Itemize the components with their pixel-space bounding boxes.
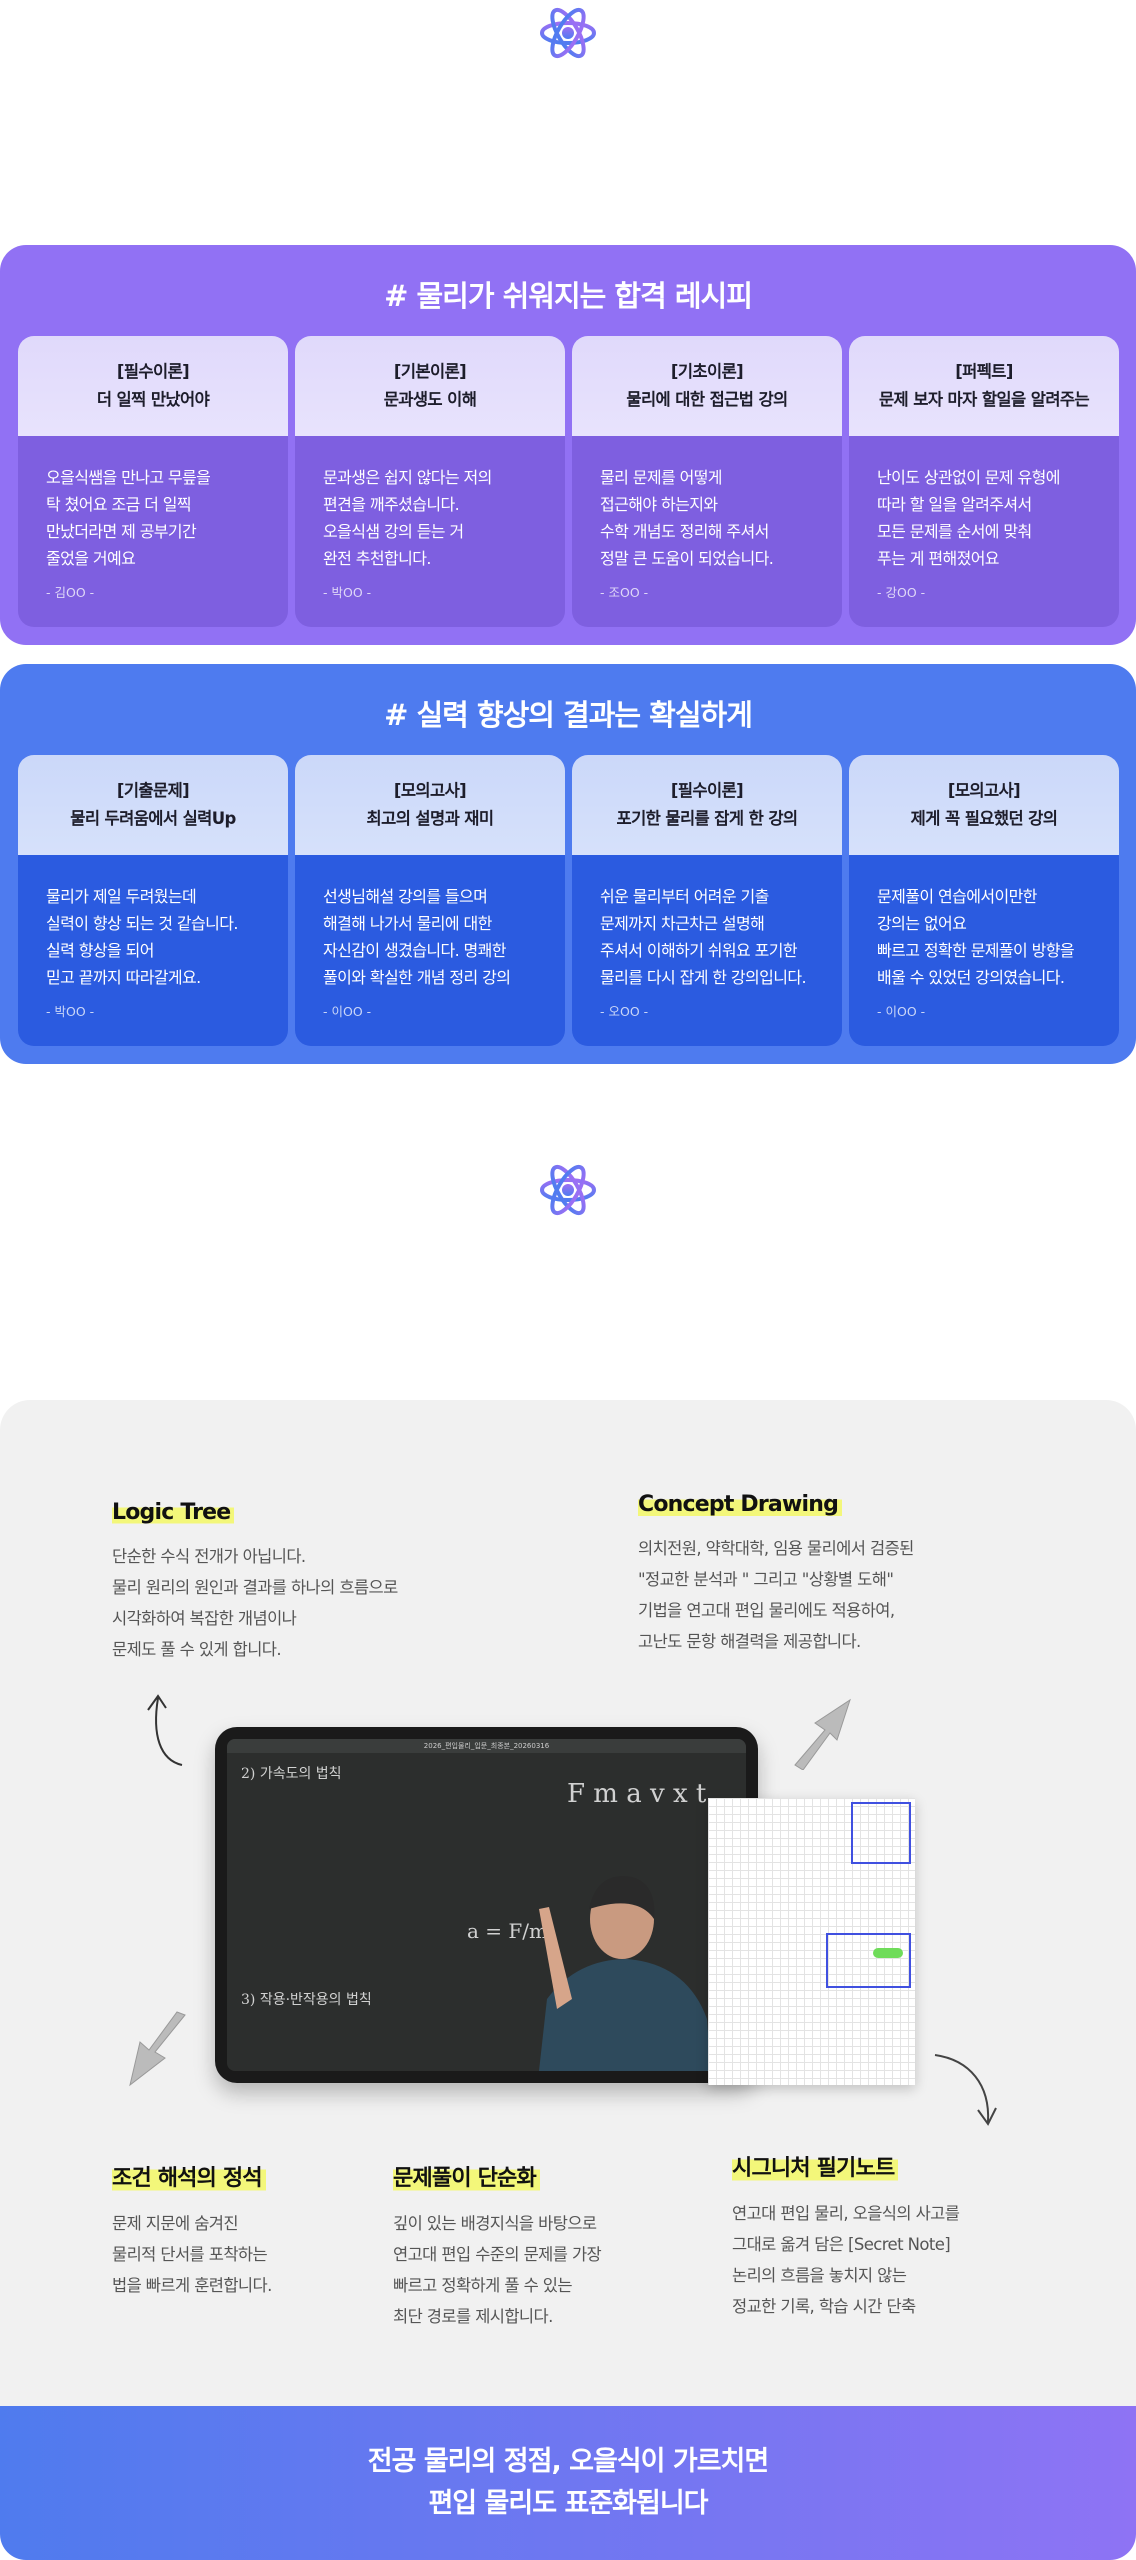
- card-headline: 제게 꼭 필요했던 강의: [910, 809, 1058, 828]
- atom-icon: [540, 1164, 596, 1216]
- card-tag: [기본이론]: [393, 362, 467, 381]
- card-tag: [퍼펙트]: [955, 362, 1013, 381]
- card-body: 난이도 상관없이 문제 유형에 따라 할 일을 알려주셔서 모든 문제를 순서에…: [877, 468, 1061, 568]
- arrow-icon: [147, 1694, 183, 1766]
- card-body: 문과생은 쉽지 않다는 저의 편견을 깨주셨습니다. 오을식샘 강의 듣는 거 …: [323, 468, 492, 568]
- card-body: 오을식쌤을 만나고 무릎을 탁 쳤어요 조금 더 일찍 만났더라면 제 공부기간…: [46, 468, 211, 568]
- feature-title: 시그니처 필기노트: [732, 2150, 899, 2182]
- section-title: # 물리가 쉬워지는 합격 레시피: [384, 279, 753, 313]
- feature-body: 문제 지문에 숨겨진 물리적 단서를 포착하는 법을 빠르게 훈련합니다.: [112, 2214, 272, 2295]
- card-tag: [모의고사]: [393, 781, 467, 800]
- file-title: 2026_편입물리_입문_최종본_20260316: [227, 1739, 746, 1753]
- card-body: 쉬운 물리부터 어려운 기출 문제까지 차근차근 설명해 주셔서 이해하기 쉬워…: [600, 887, 807, 987]
- card-headline: 더 일찍 만났어야: [96, 390, 210, 409]
- results-section: # 실력 향상의 결과는 확실하게 [기출문제] 물리 두려움에서 실력Up 물리가…: [0, 664, 1136, 1064]
- teacher-image: [539, 1876, 711, 2071]
- chalk-text: F m a v x t: [567, 1779, 707, 1809]
- feature-title: 조건 해석의 정석: [112, 2160, 266, 2192]
- card-body: 물리 문제를 어떻게 접근해야 하는지와 수학 개념도 정리해 주셔서 정말 큰…: [600, 468, 774, 568]
- chalk-text: a = F/m: [467, 1919, 548, 1943]
- feature-body: 연고대 편입 물리, 오을식의 사고를 그대로 옮겨 담은 [Secret No…: [732, 2204, 960, 2316]
- card-body: 물리가 제일 두려웠는데 실력이 향상 되는 것 같습니다. 실력 향상을 되어…: [46, 887, 238, 987]
- card-author: - 박OO -: [323, 585, 372, 600]
- atom-icon: [540, 7, 596, 59]
- card-author: - 이OO -: [323, 1004, 372, 1019]
- card-headline: 포기한 물리를 잡게 한 강의: [616, 809, 799, 828]
- arrow-icon: [794, 1698, 851, 1770]
- card-author: - 이OO -: [877, 1004, 926, 1019]
- feature-body: 의치전원, 약학대학, 임용 물리에서 검증된 "정교한 분석과 " 그리고 "…: [638, 1539, 914, 1651]
- card-author: - 강OO -: [877, 585, 926, 600]
- card-body: 문제풀이 연습에서이만한 강의는 없어요 빠르고 정확한 문제풀이 방향을 배울…: [877, 887, 1075, 987]
- tablet-lecture-image: 2026_편입물리_입문_최종본_20260316 2) 가속도의 법칙 F m…: [215, 1727, 758, 2083]
- review-card: [기출문제] 물리 두려움에서 실력Up 물리가 제일 두려웠는데 실력이 향상 되…: [18, 755, 288, 1046]
- card-author: - 오OO -: [600, 1004, 649, 1019]
- card-headline: 물리에 대한 접근법 강의: [626, 390, 788, 409]
- chalk-text: 2) 가속도의 법칙: [241, 1766, 342, 1782]
- card-headline: 최고의 설명과 재미: [366, 809, 495, 828]
- card-tag: [필수이론]: [670, 781, 744, 800]
- feature-body: 단순한 수식 전개가 아닙니다. 물리 원리의 원인과 결과를 하나의 흐름으로…: [112, 1547, 398, 1659]
- feature-title: Concept Drawing: [638, 1492, 843, 1517]
- feature-concept-drawing: Concept Drawing 의치전원, 약학대학, 임용 물리에서 검증된 "…: [638, 1492, 914, 1657]
- banner-line-2: 편입 물리도 표준화됩니다: [428, 2488, 708, 2519]
- feature-logic-tree: Logic Tree 단순한 수식 전개가 아닙니다. 물리 원리의 원인과 결과…: [112, 1500, 398, 1665]
- card-headline: 문과생도 이해: [383, 390, 477, 409]
- card-tag: [필수이론]: [116, 362, 190, 381]
- section-title: # 실력 향상의 결과는 확실하게: [384, 698, 753, 732]
- card-headline: 문제 보자 마자 할일을 알려주는: [878, 390, 1090, 409]
- arrow-icon: [934, 2054, 997, 2126]
- chalk-text: 3) 작용·반작용의 법칙: [241, 1992, 372, 2008]
- arrow-icon: [129, 2011, 186, 2087]
- card-author: - 조OO -: [600, 585, 649, 600]
- card-author: - 김OO -: [46, 585, 95, 600]
- card-body: 선생님해설 강의를 들으며 해결해 나가서 물리에 대한 자신감이 생겼습니다.…: [323, 887, 511, 987]
- banner-line-1: 전공 물리의 정점, 오을식이 가르치면: [367, 2446, 769, 2477]
- feature-body: 깊이 있는 배경지식을 바탕으로 연고대 편입 수준의 문제를 가장 빠르고 정…: [393, 2214, 602, 2326]
- handwritten-notes-image: [708, 1798, 915, 2085]
- card-author: - 박OO -: [46, 1004, 95, 1019]
- feature-title: Logic Tree: [112, 1500, 235, 1525]
- feature-title: 문제풀이 단순화: [393, 2160, 540, 2192]
- bottom-banner: 전공 물리의 정점, 오을식이 가르치면 편입 물리도 표준화됩니다: [0, 2406, 1136, 2560]
- card-tag: [기초이론]: [670, 362, 744, 381]
- card-tag: [기출문제]: [116, 781, 190, 800]
- card-headline: 물리 두려움에서 실력Up: [70, 809, 236, 828]
- card-tag: [모의고사]: [947, 781, 1021, 800]
